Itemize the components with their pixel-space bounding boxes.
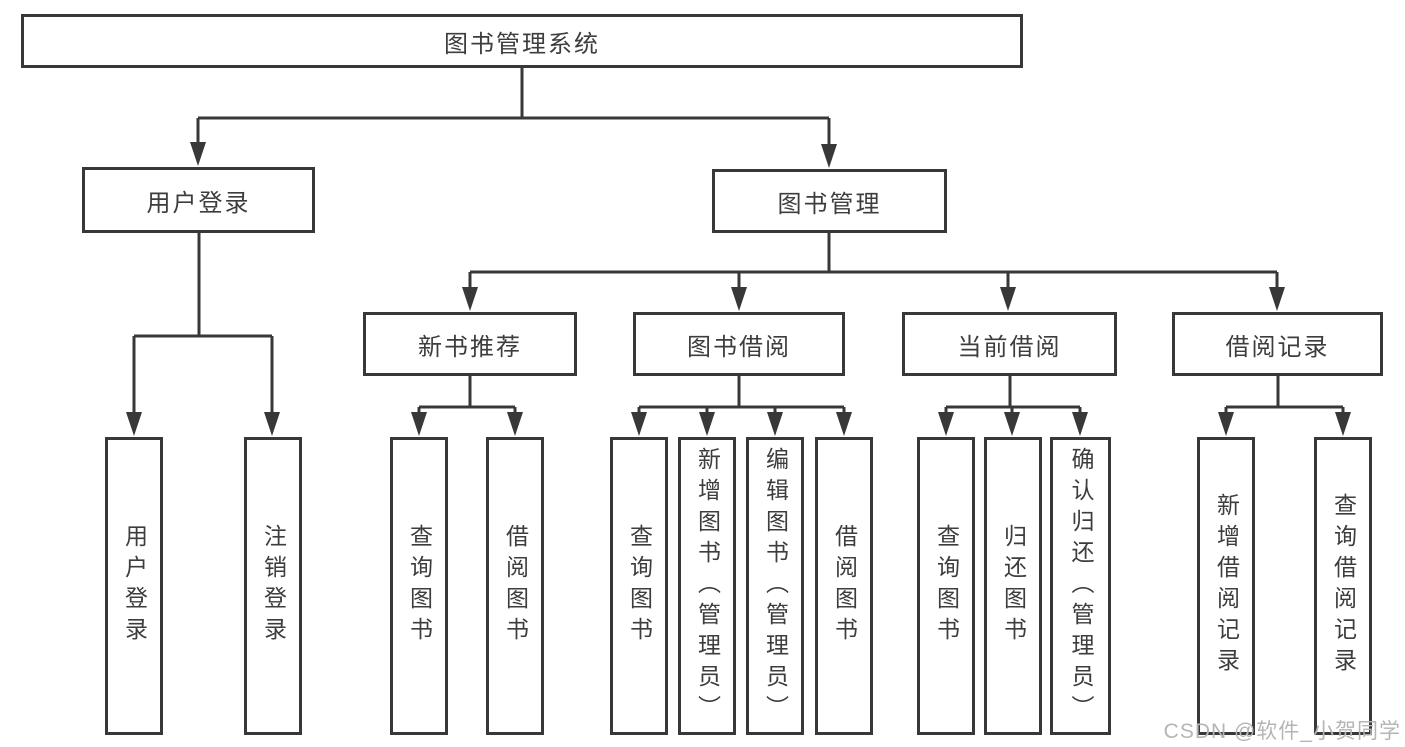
leaf-logout-label: 注销登录 [260,524,287,648]
arrow-down-icon [264,412,280,436]
arrow-down-icon [836,412,852,436]
node-user-login: 用户登录 [82,167,315,233]
leaf-cb-query-books-label: 查询图书 [933,524,960,648]
arrow-down-icon [462,287,478,311]
node-book-management: 图书管理 [712,169,947,233]
leaf-br-add-record: 新增借阅记录 [1197,437,1255,735]
leaf-bb-edit-books-admin-label: 编辑图书（管理员） [762,446,789,726]
arrow-down-icon [190,142,206,166]
node-current-borrow: 当前借阅 [902,312,1117,376]
leaf-cb-return-books: 归还图书 [984,437,1042,735]
leaf-bb-query-books-label: 查询图书 [626,524,653,648]
leaf-bb-edit-books-admin: 编辑图书（管理员） [746,437,804,735]
leaf-cb-confirm-return-admin-label: 确认归还（管理员） [1068,446,1094,726]
node-user-login-label: 用户登录 [146,189,251,217]
leaf-bb-borrow-books: 借阅图书 [815,437,873,735]
leaf-cb-confirm-return-admin: 确认归还（管理员） [1050,437,1111,735]
leaf-br-query-record-label: 查询借阅记录 [1330,493,1357,679]
arrow-down-icon [699,412,715,436]
node-new-book-recommend: 新书推荐 [363,312,577,376]
node-book-borrow: 图书借阅 [633,312,845,376]
arrow-down-icon [1335,412,1351,436]
leaf-logout: 注销登录 [244,437,302,735]
leaf-nbr-borrow-books: 借阅图书 [486,437,544,735]
leaf-br-add-record-label: 新增借阅记录 [1213,493,1240,679]
leaf-bb-add-books-admin-label: 新增图书（管理员） [694,446,721,726]
node-current-borrow-label: 当前借阅 [957,333,1062,361]
node-book-management-label: 图书管理 [777,190,882,218]
arrow-down-icon [1004,412,1020,436]
leaf-bb-query-books: 查询图书 [610,437,668,735]
arrow-down-icon [631,412,647,436]
arrow-down-icon [767,412,783,436]
arrow-down-icon [821,144,837,168]
node-book-borrow-label: 图书借阅 [687,333,791,361]
csdn-watermark: CSDN @软件_小贺同学 [1163,720,1401,743]
leaf-br-query-record: 查询借阅记录 [1314,437,1372,735]
leaf-user-login: 用户登录 [105,437,163,735]
arrow-down-icon [1218,412,1234,436]
arrow-down-icon [1072,412,1088,436]
node-borrow-records-label: 借阅记录 [1225,333,1330,361]
leaf-user-login-label: 用户登录 [121,524,148,648]
leaf-bb-add-books-admin: 新增图书（管理员） [678,437,736,735]
arrow-down-icon [126,412,142,436]
leaf-nbr-borrow-books-label: 借阅图书 [502,524,529,648]
connector-lines [132,68,1345,422]
arrowheads [126,142,1351,436]
leaf-bb-borrow-books-label: 借阅图书 [831,524,858,648]
leaf-nbr-query-books: 查询图书 [390,437,448,735]
leaf-cb-query-books: 查询图书 [917,437,975,735]
root-node-label: 图书管理系统 [444,30,600,58]
arrow-down-icon [1269,287,1285,311]
arrow-down-icon [1000,287,1016,311]
node-new-book-recommend-label: 新书推荐 [418,333,522,361]
arrow-down-icon [731,287,747,311]
arrow-down-icon [938,412,954,436]
node-borrow-records: 借阅记录 [1172,312,1383,376]
arrow-down-icon [507,412,523,436]
leaf-cb-return-books-label: 归还图书 [1000,524,1027,648]
arrow-down-icon [411,412,427,436]
leaf-nbr-query-books-label: 查询图书 [406,524,433,648]
root-node-library-management-system: 图书管理系统 [21,14,1023,68]
